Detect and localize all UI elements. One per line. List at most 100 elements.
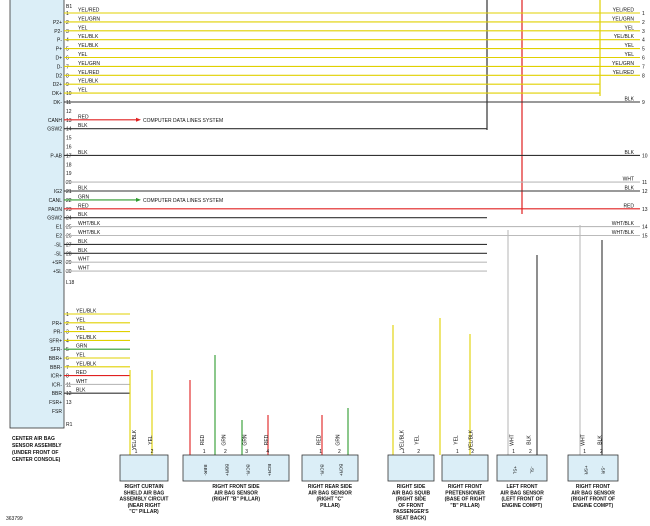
- module-pin-number: 11: [66, 100, 71, 106]
- module-pin-number: 16: [66, 145, 72, 151]
- module-caption-line-3: (UNDER FRONT OF: [12, 450, 58, 456]
- component-caption: AIR BAG SQUIB: [392, 490, 431, 496]
- far-pin-number: 13: [642, 207, 648, 213]
- terminal-label: BBR-: [203, 465, 208, 476]
- component-wire-label: RED: [264, 434, 270, 445]
- component-caption: SHIELD AIR BAG: [124, 490, 165, 496]
- component-caption: AIR BAG SENSOR: [214, 490, 258, 496]
- wire-color-label: RED: [78, 203, 89, 209]
- component-caption: AIR BAG SENSOR: [308, 490, 352, 496]
- component-pin-number: 1: [203, 449, 206, 455]
- far-pin-number: 4: [642, 38, 645, 44]
- module-pin-name: P-: [57, 38, 62, 44]
- lower-connector-label: L18: [66, 280, 75, 286]
- component-caption: (LEFT FRONT OF: [501, 497, 542, 503]
- diagram-id: 363799: [6, 516, 23, 522]
- far-pin-number: 12: [642, 189, 648, 195]
- component-pin-number: 2: [529, 449, 532, 455]
- far-pin-number: 11: [642, 180, 647, 186]
- component-pin-number: 1: [135, 449, 138, 455]
- module-caption-line-1: CENTER AIR BAG: [12, 436, 55, 442]
- component-pin-number: 4: [266, 449, 269, 455]
- component-pin-number: 2: [417, 449, 420, 455]
- component-box: [567, 454, 619, 482]
- component-caption: (RIGHT SIDE: [396, 497, 427, 503]
- wire-color-label: WHT: [78, 266, 89, 272]
- module-pin-number: 10: [66, 91, 72, 97]
- wire-color-label: WHT: [78, 257, 89, 263]
- module-pin-number: 27: [66, 242, 72, 248]
- component-caption: SEAT BACK): [396, 516, 427, 522]
- far-wire-label: YEL/BLK: [614, 34, 635, 40]
- module-pin-number: 4: [66, 338, 69, 344]
- far-wire-label: RED: [623, 203, 634, 209]
- wire-color-label: WHT/BLK: [78, 230, 101, 236]
- module-pin-name: PR+: [52, 321, 62, 327]
- far-wire-label: YEL: [625, 25, 635, 31]
- module-pin-name: D-: [57, 64, 63, 70]
- terminal-label: BCR+: [338, 464, 343, 477]
- module-pin-number: 22: [66, 198, 72, 204]
- module-pin-name: P+: [56, 47, 62, 53]
- wire-color-label: YEL/GRN: [78, 61, 100, 67]
- wire-color-label: YEL: [76, 317, 86, 323]
- arrow-icon: [136, 197, 141, 202]
- component-pin-number: 1: [319, 449, 322, 455]
- component-caption: AIR BAG SENSOR: [571, 490, 615, 496]
- module-pin-number: 3: [66, 330, 69, 336]
- terminal-label: BBR+: [224, 464, 229, 476]
- component-pin-number: 1: [456, 449, 459, 455]
- component-caption: (RIGHT FRONT OF: [571, 497, 615, 503]
- component-wire-label: YEL/BLK: [469, 429, 475, 450]
- component-pin-number: 2: [224, 449, 227, 455]
- wire-color-label: YEL/BLK: [78, 43, 99, 49]
- wire-color-label: YEL/BLK: [78, 79, 99, 85]
- terminal-label: BCR-: [246, 464, 251, 476]
- component-box: [182, 454, 290, 482]
- module-pin-name: -SL: [54, 251, 62, 257]
- center-airbag-sensor-module: [9, 0, 65, 429]
- wire-color-label: YEL: [78, 25, 88, 31]
- lower-connector-end-label: R1: [66, 422, 73, 428]
- module-pin-number: 8: [66, 374, 69, 380]
- module-pin-number: 2: [66, 20, 69, 26]
- component-wire-label: YEL: [148, 435, 154, 445]
- component-wire-label: YEL: [415, 435, 421, 445]
- component-pin-number: 1: [583, 449, 586, 455]
- module-pin-name: D2: [56, 73, 63, 79]
- module-pin-number: 2: [66, 321, 69, 327]
- module-pin-number: 7: [66, 365, 69, 371]
- module-pin-name: CANH: [48, 118, 63, 124]
- module-pin-number: 17: [66, 153, 72, 159]
- module-pin-number: 12: [66, 109, 72, 115]
- far-wire-label: WHT: [623, 177, 634, 183]
- terminal-label: +SR: [584, 465, 589, 475]
- module-pin-name: +SR: [52, 260, 62, 266]
- far-wire-label: BLK: [625, 97, 635, 103]
- far-wire-label: YEL: [625, 43, 635, 49]
- module-pin-number: 8: [66, 73, 69, 79]
- module-pin-name: GSW2: [47, 127, 62, 133]
- wire-color-label: YEL: [78, 52, 88, 58]
- terminal-label: +SL: [513, 466, 518, 475]
- component-caption: (RIGHT "C": [317, 497, 345, 503]
- module-pin-number: 21: [66, 189, 72, 195]
- component-pin-number: 2: [151, 449, 154, 455]
- component-pin-number: 3: [245, 449, 248, 455]
- component-wire-label: BLK: [526, 435, 532, 445]
- far-wire-label: WHT/BLK: [612, 221, 635, 227]
- component-wire-label: RED: [200, 434, 206, 445]
- wire-color-label: GRN: [76, 344, 88, 350]
- module-pin-name: E2: [56, 234, 62, 240]
- component-wire-label: YEL/BLK: [399, 429, 405, 450]
- component-caption: "B" PILLAR): [450, 503, 480, 509]
- module-pin-number: 25: [66, 225, 72, 231]
- module-pin-name: DK-: [53, 100, 62, 106]
- far-pin-number: 9: [642, 100, 645, 106]
- wire-color-label: YEL/RED: [78, 8, 100, 14]
- wire-color-label: BLK: [78, 150, 88, 156]
- far-pin-number: 3: [642, 29, 645, 35]
- module-pin-name: P-AB: [50, 153, 62, 159]
